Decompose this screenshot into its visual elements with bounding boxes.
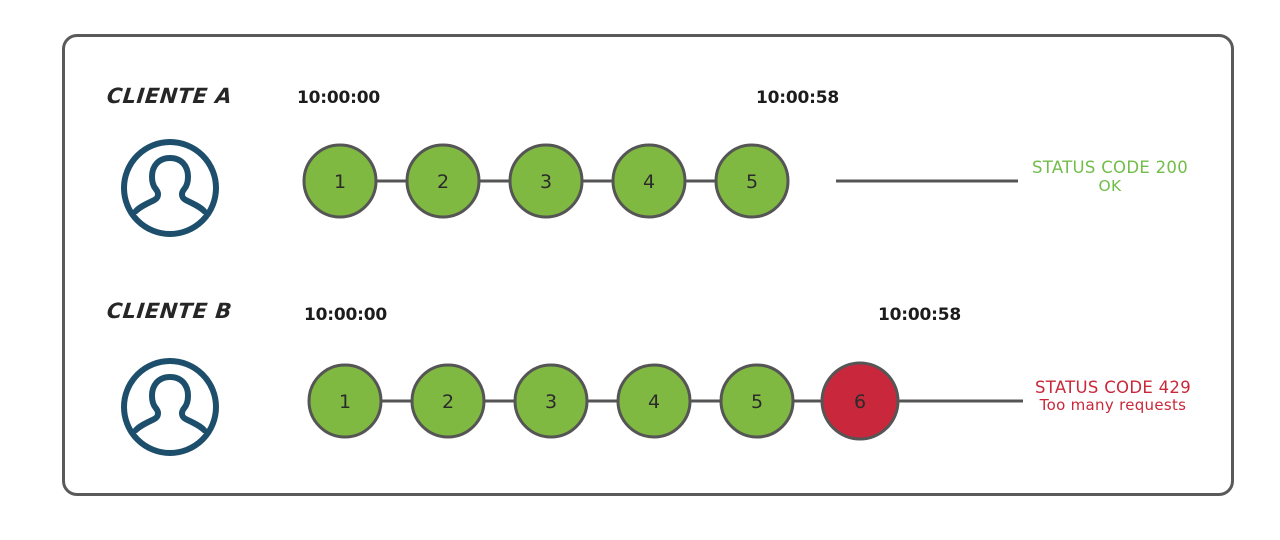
request-node-1[interactable]: 1 <box>307 363 383 439</box>
request-node-1[interactable]: 1 <box>302 143 378 219</box>
client-b-avatar <box>118 355 222 459</box>
request-node-label: 3 <box>540 171 552 193</box>
client-b-start-timestamp: 10:00:00 <box>304 305 387 325</box>
client-b-status-code: STATUS CODE 429 <box>1034 378 1192 397</box>
client-a-avatar <box>118 136 222 240</box>
request-node-label: 4 <box>648 391 660 413</box>
client-b-status: STATUS CODE 429 Too many requests <box>1018 378 1208 415</box>
request-node-5[interactable]: 5 <box>719 363 795 439</box>
request-node-4[interactable]: 4 <box>611 143 687 219</box>
client-b-label: CLIENTE B <box>105 299 234 323</box>
client-a-start-timestamp: 10:00:00 <box>297 88 380 108</box>
request-node-6-blocked[interactable]: 6 <box>820 361 900 441</box>
request-node-3[interactable]: 3 <box>513 363 589 439</box>
request-node-label: 1 <box>339 391 351 413</box>
request-node-label: 2 <box>442 391 454 413</box>
client-a-label: CLIENTE A <box>105 84 234 108</box>
client-a-status-message: OK <box>1098 177 1122 196</box>
request-node-3[interactable]: 3 <box>508 143 584 219</box>
request-node-label: 4 <box>643 171 655 193</box>
client-a-status-code: STATUS CODE 200 <box>1031 158 1189 177</box>
request-node-2[interactable]: 2 <box>405 143 481 219</box>
request-node-label: 5 <box>751 391 763 413</box>
request-node-2[interactable]: 2 <box>410 363 486 439</box>
request-node-label: 2 <box>437 171 449 193</box>
client-a-status: STATUS CODE 200 OK <box>1020 158 1200 196</box>
request-node-5[interactable]: 5 <box>714 143 790 219</box>
request-node-4[interactable]: 4 <box>616 363 692 439</box>
client-b-status-message: Too many requests <box>1039 396 1187 415</box>
request-node-label: 6 <box>854 391 866 413</box>
user-avatar-icon <box>121 139 219 237</box>
client-a-end-timestamp: 10:00:58 <box>756 88 839 108</box>
request-node-label: 1 <box>334 171 346 193</box>
request-node-label: 3 <box>545 391 557 413</box>
user-avatar-icon <box>121 358 219 456</box>
request-node-label: 5 <box>746 171 758 193</box>
client-a-request-chain: 1 2 3 4 5 <box>302 143 1018 219</box>
client-b-request-chain: 1 2 3 4 5 6 <box>307 361 1023 441</box>
client-b-end-timestamp: 10:00:58 <box>878 305 961 325</box>
